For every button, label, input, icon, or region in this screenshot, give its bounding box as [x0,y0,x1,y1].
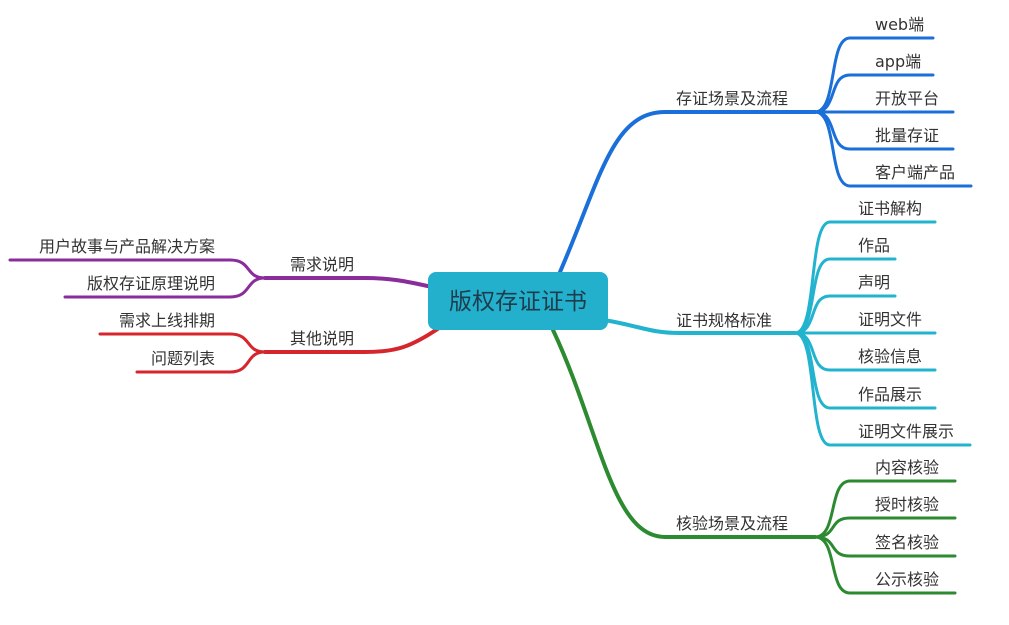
branch-connector [551,328,817,539]
topic-work[interactable]: 作品 [858,236,890,255]
branch-label-verify-flow[interactable]: 核验场景及流程 [676,514,788,533]
branch-other-notes: 其他说明 需求上线排期 问题列表 [98,311,444,374]
branch-connector [558,110,817,274]
topic-web[interactable]: web端 [875,15,924,34]
branch-connector [263,324,444,354]
topic-proof-docs-display[interactable]: 证明文件展示 [858,422,954,441]
child-connector [793,331,972,447]
topic-work-display[interactable]: 作品展示 [858,385,922,404]
child-connector [793,294,897,335]
central-topic[interactable]: 版权存证证书 [428,272,608,330]
child-connector [813,73,935,114]
topic-declaration[interactable]: 声明 [858,273,890,292]
branch-label-requirements[interactable]: 需求说明 [290,255,354,274]
central-topic-box[interactable] [428,272,608,330]
branch-connector [602,318,797,335]
branch-label-other-notes[interactable]: 其他说明 [290,329,354,348]
topic-issue-list[interactable]: 问题列表 [151,349,215,368]
child-connector [63,276,267,299]
topic-user-story[interactable]: 用户故事与产品解决方案 [39,237,215,256]
central-topic-label[interactable]: 版权存证证书 [449,289,587,315]
branch-label-cert-spec[interactable]: 证书规格标准 [676,311,772,330]
topic-verify-info[interactable]: 核验信息 [858,347,922,366]
child-connector [813,36,935,114]
branch-scene-flow: 存证场景及流程 web端 app端 开放平台 批量存证 客户端产品 [558,15,973,274]
topic-principle-explanation[interactable]: 版权存证原理说明 [87,274,215,293]
topic-signature-verify[interactable]: 签名核验 [875,533,939,552]
topic-public-verify[interactable]: 公示核验 [875,570,939,589]
branch-verify-flow: 核验场景及流程 内容核验 授时核验 签名核验 公示核验 [551,328,957,595]
child-connector [813,479,957,539]
topic-open-platform[interactable]: 开放平台 [875,89,939,108]
topic-app[interactable]: app端 [875,52,921,71]
child-connector [793,257,897,335]
child-connector [813,535,957,595]
branch-requirements: 需求说明 用户故事与产品解决方案 版权存证原理说明 [8,237,434,299]
topic-timestamp-verify[interactable]: 授时核验 [875,495,939,514]
topic-batch-deposit[interactable]: 批量存证 [875,126,939,145]
branch-label-scene-flow[interactable]: 存证场景及流程 [676,89,788,108]
topic-cert-structure[interactable]: 证书解构 [858,199,922,218]
branch-cert-spec: 证书规格标准 证书解构 作品 声明 证明文件 核验信息 作品展示 证明文件展示 [602,199,972,447]
topic-release-schedule[interactable]: 需求上线排期 [119,311,215,330]
topic-proof-docs[interactable]: 证明文件 [858,310,922,329]
child-connector [135,350,267,374]
branch-connector [263,276,434,289]
topic-client-product[interactable]: 客户端产品 [875,163,955,182]
child-connector [813,110,973,188]
topic-content-verify[interactable]: 内容核验 [875,458,939,477]
